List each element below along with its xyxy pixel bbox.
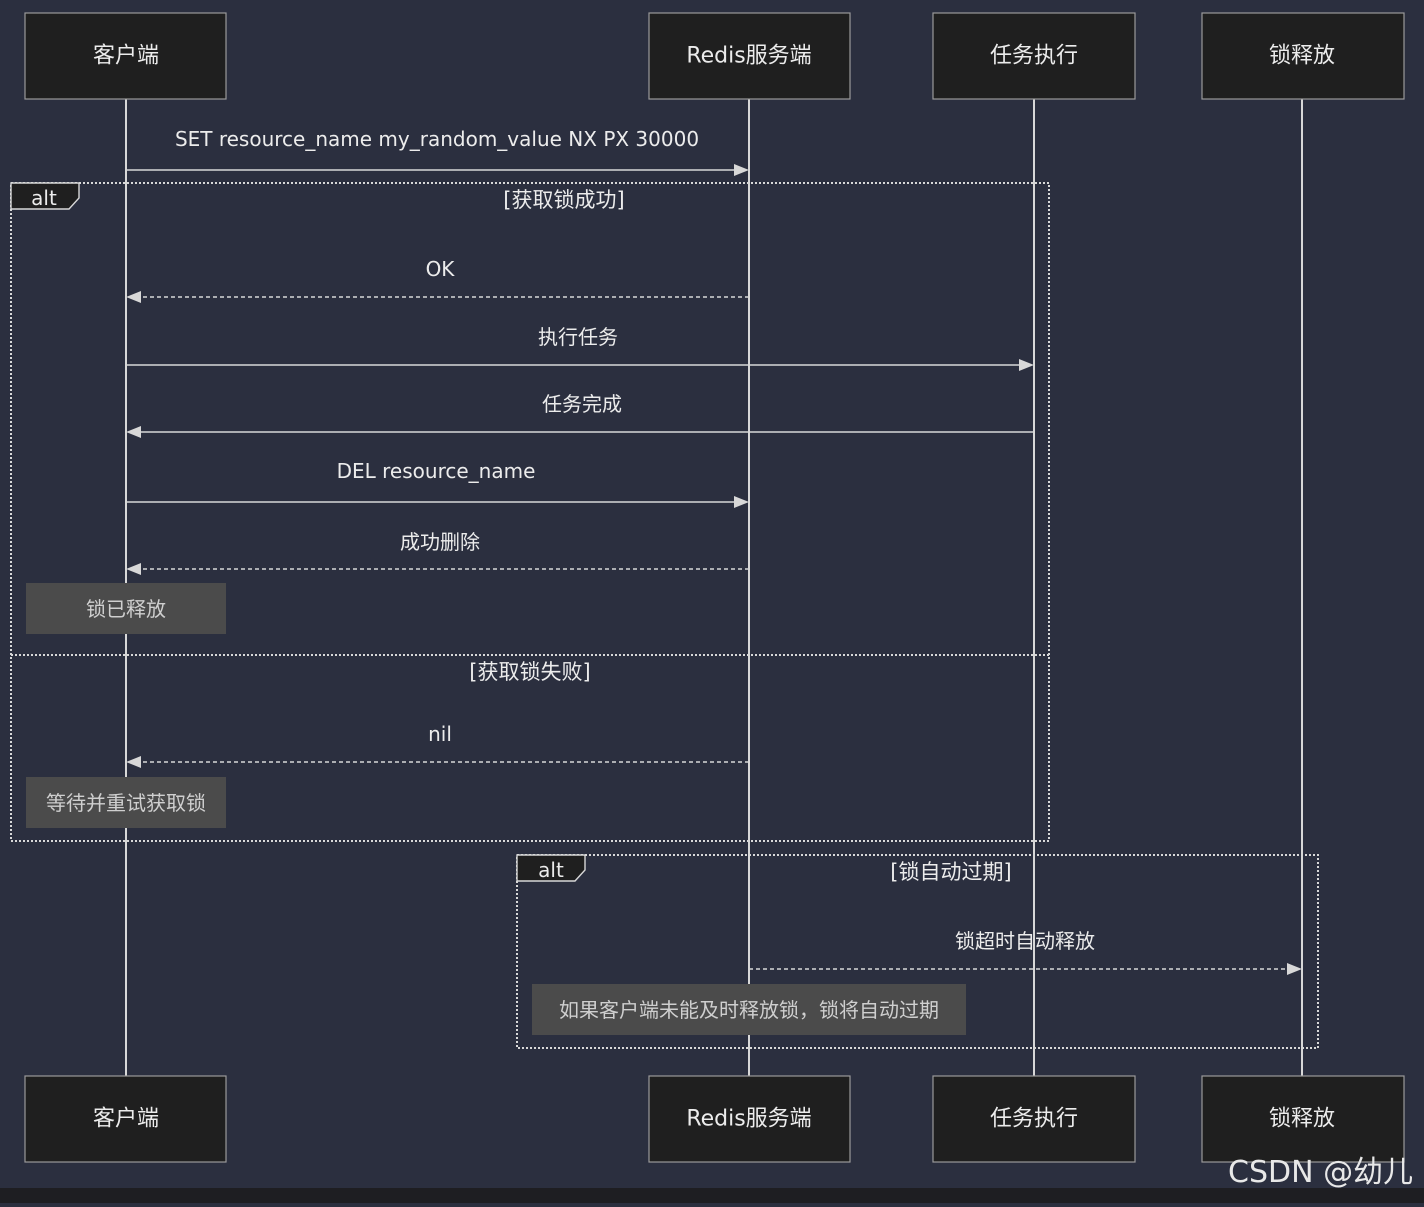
arrowhead-left — [126, 563, 141, 575]
note-text: 锁已释放 — [86, 597, 166, 621]
note-wait-retry: 等待并重试获取锁 — [26, 777, 226, 828]
arrowhead-right — [734, 496, 749, 508]
alt-frame-keyword: alt — [31, 186, 57, 210]
alt-frame-border — [10, 182, 1050, 842]
message-label: 成功删除 — [400, 530, 480, 554]
note-lock-released: 锁已释放 — [26, 583, 226, 634]
message-label: 任务完成 — [542, 392, 622, 416]
actor-task-top: 任务执行 — [932, 12, 1136, 100]
alt-frame-lock-expire: alt [锁自动过期] — [516, 854, 1319, 1049]
actor-release-top: 锁释放 — [1201, 12, 1405, 100]
alt-condition-success: [获取锁成功] — [503, 188, 624, 212]
actor-box — [932, 12, 1136, 100]
alt-frame-lock-acquire: alt [获取锁成功] [获取锁失败] — [10, 182, 1050, 842]
actor-release-bottom: 锁释放 — [1201, 1075, 1405, 1163]
actor-box — [648, 12, 851, 100]
note-box — [532, 984, 966, 1035]
message-lock-timeout: 锁超时自动释放 — [749, 929, 1302, 975]
message-label: DEL resource_name — [337, 459, 536, 483]
note-text: 如果客户端未能及时释放锁，锁将自动过期 — [559, 998, 939, 1022]
actor-client-bottom: 客户端 — [24, 1075, 227, 1163]
message-del-lock: DEL resource_name — [126, 459, 749, 508]
actor-label: 客户端 — [93, 44, 159, 69]
note-box — [26, 583, 226, 634]
actor-redis-top: Redis服务端 — [648, 12, 851, 100]
actor-label: 客户端 — [93, 1107, 159, 1132]
message-label: 执行任务 — [538, 325, 618, 349]
bottom-strip — [0, 1188, 1424, 1203]
alt-frame-keyword: alt — [538, 858, 564, 882]
arrowhead-right — [1287, 963, 1302, 975]
message-label: SET resource_name my_random_value NX PX … — [175, 127, 699, 151]
actor-box — [932, 1075, 1136, 1163]
note-box — [26, 777, 226, 828]
message-deleted: 成功删除 — [126, 530, 749, 575]
message-label: OK — [426, 257, 456, 281]
arrowhead-left — [126, 756, 141, 768]
alt-frame-border — [516, 854, 1319, 1049]
alt-condition-failure: [获取锁失败] — [469, 660, 590, 684]
message-execute-task: 执行任务 — [126, 325, 1034, 371]
arrowhead-right — [734, 164, 749, 176]
actor-task-bottom: 任务执行 — [932, 1075, 1136, 1163]
message-ok: OK — [126, 257, 749, 303]
actor-label: Redis服务端 — [686, 44, 811, 69]
actor-label: 任务执行 — [990, 44, 1078, 69]
actor-label: 任务执行 — [990, 1107, 1078, 1132]
message-label: 锁超时自动释放 — [955, 929, 1095, 953]
arrowhead-left — [126, 426, 141, 438]
alt-condition-expire: [锁自动过期] — [890, 860, 1011, 884]
actor-label: Redis服务端 — [686, 1107, 811, 1132]
note-text: 等待并重试获取锁 — [46, 791, 206, 815]
message-set-lock: SET resource_name my_random_value NX PX … — [126, 127, 749, 176]
actor-client-top: 客户端 — [24, 12, 227, 100]
actor-box — [24, 1075, 227, 1163]
arrowhead-right — [1019, 359, 1034, 371]
alt-frame-tab — [516, 854, 586, 882]
arrowhead-left — [126, 291, 141, 303]
message-task-done: 任务完成 — [126, 392, 1034, 438]
actor-box — [1201, 1075, 1405, 1163]
actor-redis-bottom: Redis服务端 — [648, 1075, 851, 1163]
note-auto-expire: 如果客户端未能及时释放锁，锁将自动过期 — [532, 984, 966, 1035]
message-nil: nil — [126, 722, 749, 768]
actor-box — [648, 1075, 851, 1163]
actor-box — [1201, 12, 1405, 100]
message-label: nil — [428, 722, 452, 746]
watermark-text: CSDN @幼儿 — [1228, 1155, 1413, 1190]
actor-label: 锁释放 — [1269, 1107, 1335, 1132]
actor-box — [24, 12, 227, 100]
alt-frame-tab — [10, 182, 80, 210]
actor-label: 锁释放 — [1269, 44, 1335, 69]
